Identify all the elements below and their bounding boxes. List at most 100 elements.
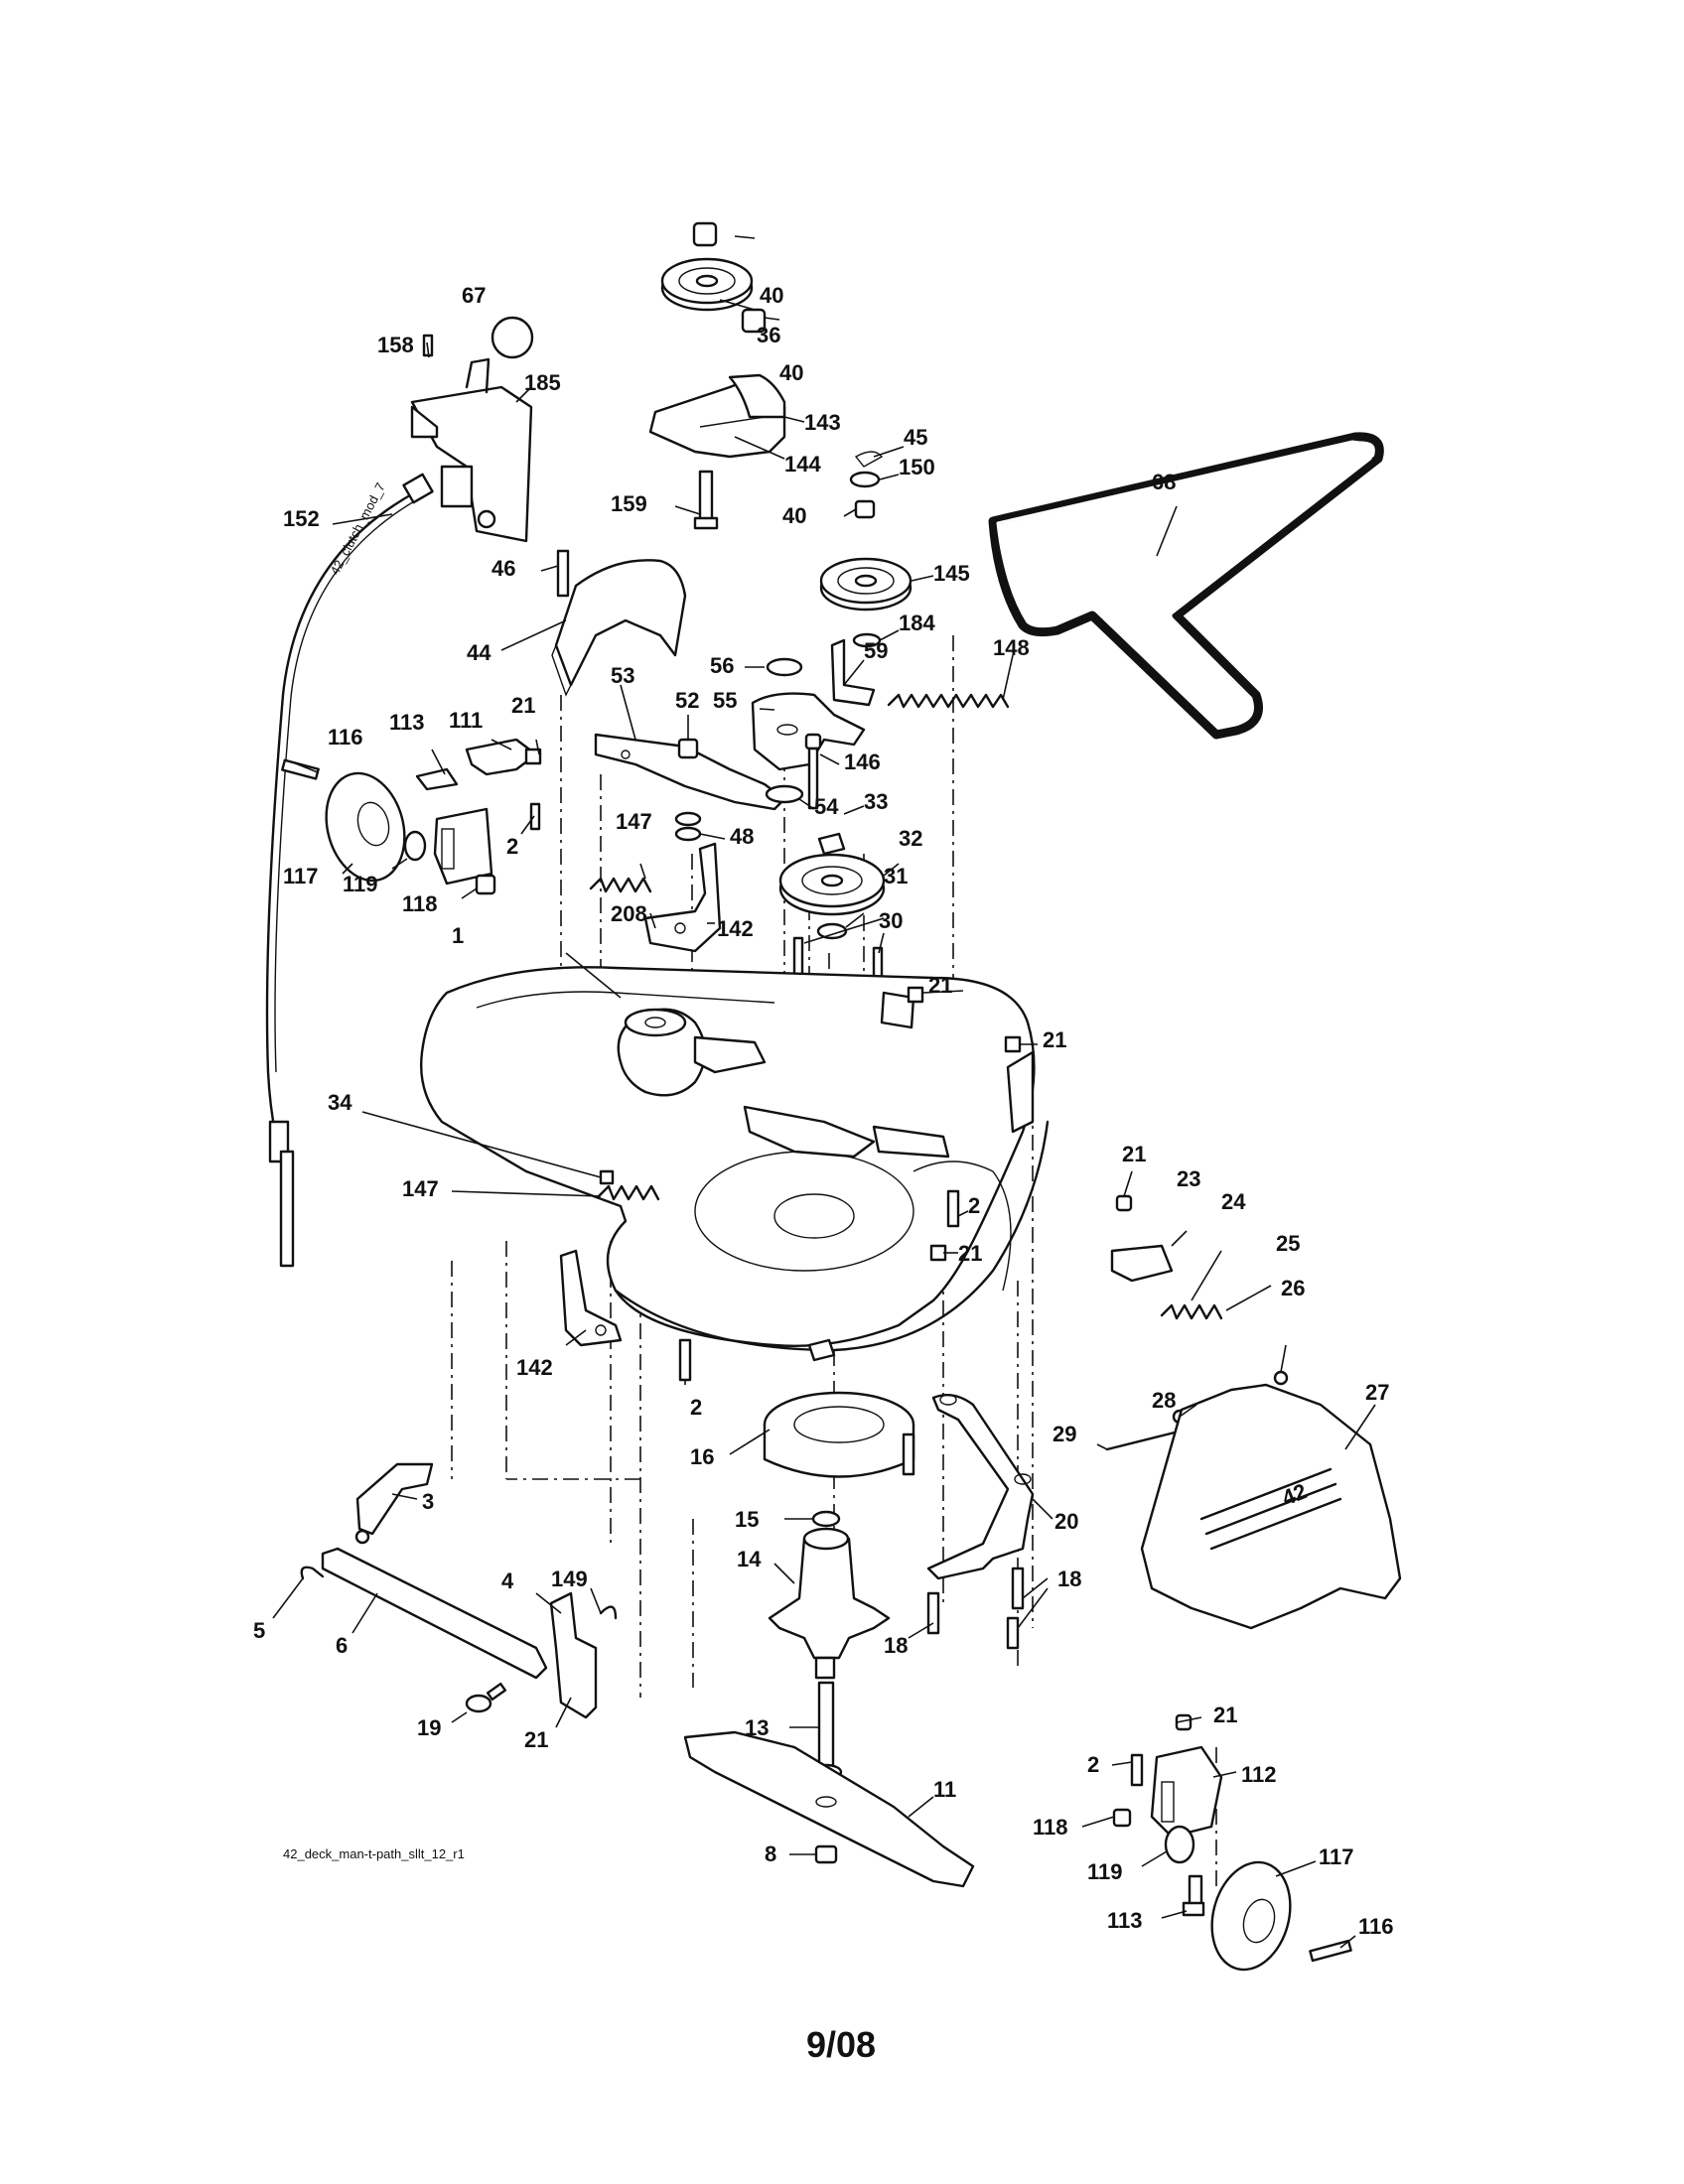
callout-21: 21 <box>511 693 535 718</box>
callout-111: 111 <box>449 708 483 733</box>
callout-20: 20 <box>1054 1509 1078 1534</box>
callout-29: 29 <box>1052 1422 1076 1446</box>
callout-148: 148 <box>993 635 1030 660</box>
callout-19: 19 <box>417 1715 441 1740</box>
callout-113: 113 <box>389 710 425 735</box>
diagram-id-label: 42_deck_man-t-path_sllt_12_r1 <box>283 1846 465 1861</box>
callout-117: 117 <box>283 864 319 888</box>
callout-68: 68 <box>1152 470 1176 494</box>
discharge-chute-part-27: 42 <box>1140 1383 1402 1630</box>
callout-48: 48 <box>730 824 754 849</box>
callout-33: 33 <box>864 789 888 814</box>
callout-40: 40 <box>779 360 803 385</box>
clip-part-5 <box>300 1566 325 1580</box>
callout-149: 149 <box>551 1567 588 1591</box>
callout-21: 21 <box>524 1727 548 1752</box>
callout-185: 185 <box>524 370 561 395</box>
callout-31: 31 <box>884 864 908 888</box>
link-arm-part-6 <box>321 1547 548 1680</box>
idler-bracket-part-55 <box>751 638 876 804</box>
callout-44: 44 <box>467 640 491 665</box>
spindle-part-14 <box>768 1510 891 1680</box>
v-belt-part-68 <box>988 432 1384 740</box>
callout-56: 56 <box>710 653 734 678</box>
bracket-part-142-lower <box>559 1249 623 1347</box>
callout-119: 119 <box>1087 1859 1123 1884</box>
footer-date: 9/08 <box>806 2024 876 2065</box>
idler-pulley-145 <box>819 451 912 648</box>
callout-147: 147 <box>402 1176 439 1201</box>
callout-21: 21 <box>1213 1703 1237 1727</box>
gauge-wheel-right <box>1112 1713 1352 1972</box>
callout-145: 145 <box>933 561 970 586</box>
callout-147: 147 <box>616 809 652 834</box>
spring-part-25 <box>1160 1303 1223 1320</box>
leader-lines <box>272 235 1376 1949</box>
deck-hanger-part-4 <box>549 1591 618 1719</box>
callout-52: 52 <box>675 688 699 713</box>
callout-40: 40 <box>782 503 806 528</box>
callout-21: 21 <box>958 1241 982 1266</box>
callout-67: 67 <box>462 283 486 308</box>
callout-18: 18 <box>1057 1567 1081 1591</box>
callout-14: 14 <box>737 1547 762 1571</box>
callout-142: 142 <box>516 1355 553 1380</box>
callout-36: 36 <box>757 323 780 347</box>
callout-32: 32 <box>899 826 922 851</box>
bolt-part-19 <box>465 1682 507 1713</box>
callout-1: 1 <box>452 923 464 948</box>
callout-208: 208 <box>611 901 647 926</box>
callout-30: 30 <box>879 908 903 933</box>
callout-54: 54 <box>814 794 839 819</box>
callout-117: 117 <box>1319 1844 1354 1869</box>
spring-part-147-upper <box>589 877 652 893</box>
callout-2: 2 <box>506 834 518 859</box>
callout-34: 34 <box>328 1090 352 1115</box>
callout-116: 116 <box>328 725 363 750</box>
callout-144: 144 <box>784 452 821 477</box>
callout-26: 26 <box>1281 1276 1305 1300</box>
belt-guard-part-44 <box>551 549 687 697</box>
callout-16: 16 <box>690 1444 714 1469</box>
cable-label: 42_clutch_mod_7 <box>327 480 387 578</box>
callout-3: 3 <box>422 1489 434 1514</box>
callout-2: 2 <box>968 1193 980 1218</box>
deck-pulley-part-32 <box>778 832 886 940</box>
callout-2: 2 <box>1087 1752 1099 1777</box>
callout-113: 113 <box>1107 1908 1143 1933</box>
callout-5: 5 <box>253 1618 265 1643</box>
callout-118: 118 <box>1033 1815 1068 1840</box>
clutch-lever-assembly <box>410 316 534 543</box>
idler-arm-assembly <box>594 733 786 953</box>
callout-18: 18 <box>884 1633 908 1658</box>
callout-152: 152 <box>283 506 320 531</box>
callout-21: 21 <box>1122 1142 1146 1166</box>
callout-112: 112 <box>1241 1762 1277 1787</box>
callout-labels: 40 36 40 143 144 159 67 158 185 152 45 1… <box>253 283 1394 1939</box>
callout-13: 13 <box>745 1715 769 1740</box>
callout-45: 45 <box>904 425 927 450</box>
deck-fasteners <box>597 986 1022 1262</box>
callout-116: 116 <box>1358 1914 1394 1939</box>
callout-11: 11 <box>933 1777 956 1802</box>
callout-146: 146 <box>844 750 881 774</box>
gauge-wheel-left <box>281 738 542 895</box>
spacer-part-16 <box>763 1391 915 1478</box>
callout-53: 53 <box>611 663 634 688</box>
spring-part-148 <box>887 693 1010 709</box>
blade-part-11 <box>683 1730 975 1888</box>
callout-142: 142 <box>717 916 754 941</box>
bolt-part-2-center <box>678 1338 692 1382</box>
callout-59: 59 <box>864 638 888 663</box>
callout-23: 23 <box>1177 1166 1200 1191</box>
callout-46: 46 <box>491 556 515 581</box>
deck-hanger-part-3 <box>354 1462 434 1545</box>
callout-4: 4 <box>501 1569 514 1593</box>
stiffener-part-20 <box>902 1394 1035 1650</box>
callout-55: 55 <box>713 688 737 713</box>
callout-118: 118 <box>402 891 438 916</box>
callout-15: 15 <box>735 1507 759 1532</box>
callout-159: 159 <box>611 491 647 516</box>
callout-28: 28 <box>1152 1388 1176 1413</box>
